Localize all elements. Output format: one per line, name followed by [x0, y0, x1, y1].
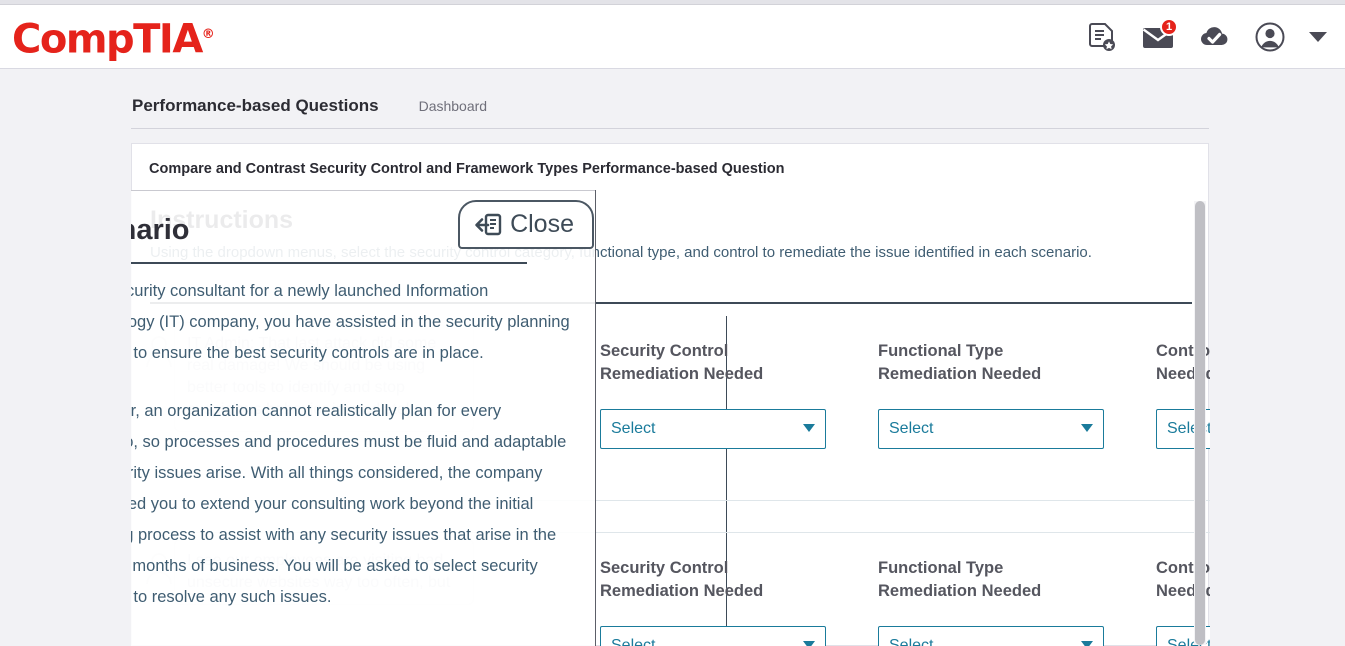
scenario-title: Scenario: [131, 214, 190, 246]
chevron-down-icon: [1081, 424, 1093, 432]
header-icon-group: 1: [1085, 5, 1327, 69]
overlay-top-divider: [131, 190, 595, 191]
mail-badge-count: 1: [1160, 18, 1178, 36]
tab-dashboard[interactable]: Dashboard: [418, 98, 488, 114]
scrollbar-thumb[interactable]: [1195, 201, 1205, 645]
close-button[interactable]: Close: [458, 200, 594, 249]
account-icon[interactable]: [1253, 20, 1287, 54]
scenario-body: As a security consultant for a newly lau…: [131, 276, 571, 640]
column-header-security-control: Security Control Remediation Needed: [600, 559, 764, 600]
chevron-down-icon[interactable]: [1309, 32, 1327, 42]
card-title: Compare and Contrast Security Control an…: [149, 161, 785, 177]
scenario-divider: [131, 262, 527, 264]
vertical-scrollbar[interactable]: [1194, 201, 1206, 645]
column-header-ghost: Security Control Remediation Needed: [600, 559, 764, 600]
browser-top-strip: [0, 0, 1345, 5]
close-button-label: Close: [510, 210, 574, 238]
return-arrow-icon: [475, 213, 502, 235]
select-security-control-2[interactable]: Select: [600, 626, 826, 646]
certificate-icon[interactable]: [1085, 20, 1119, 54]
tab-performance-based-questions[interactable]: Performance-based Questions: [132, 96, 379, 115]
comptia-logo[interactable]: CompTIA®: [12, 13, 215, 63]
select-value: Select: [1167, 637, 1210, 646]
row-divider: [132, 532, 1210, 533]
logo-text: CompTIA: [12, 16, 203, 63]
select-functional-type-2[interactable]: Select: [878, 626, 1104, 646]
column-divider: [726, 316, 727, 646]
mail-icon[interactable]: 1: [1141, 18, 1178, 54]
column-header-functional-type: Functional Type Remediation Needed: [878, 559, 1042, 600]
select-value: Select: [611, 637, 656, 646]
instructions-divider: [150, 302, 1192, 304]
chevron-down-icon: [803, 424, 815, 432]
scenario-paragraph-2: However, an organization cannot realisti…: [131, 402, 567, 606]
select-value: Select: [889, 637, 934, 646]
chevron-down-icon: [1081, 641, 1093, 646]
tab-bar: Performance-based Questions Dashboard: [131, 81, 1209, 129]
row-divider: [132, 500, 1210, 501]
app-header: CompTIA® 1: [0, 5, 1345, 69]
cloud-check-icon[interactable]: [1197, 20, 1231, 54]
column-header-ghost: Security Control Remediation Needed: [600, 342, 764, 383]
chevron-down-icon: [803, 641, 815, 646]
select-value: Select: [611, 420, 656, 437]
select-functional-type-1[interactable]: Select: [878, 409, 1104, 449]
select-security-control-1[interactable]: Select: [600, 409, 826, 449]
registered-mark: ®: [201, 27, 215, 42]
select-value: Select: [889, 420, 934, 437]
column-header-functional-type: Functional Type Remediation Needed: [878, 342, 1042, 383]
scenario-overlay: Scenario Close As a security consultant …: [131, 190, 596, 646]
scenario-paragraph-1: As a security consultant for a newly lau…: [131, 282, 570, 362]
column-header-security-control: Security Control Remediation Needed: [600, 342, 764, 383]
